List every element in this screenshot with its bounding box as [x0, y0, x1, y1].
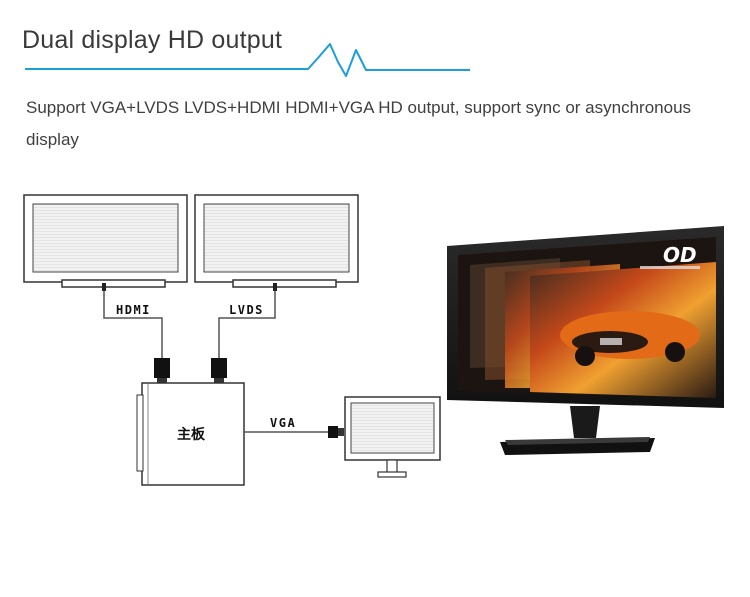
tv-monitor-right	[194, 194, 359, 291]
hdmi-label: HDMI	[116, 303, 151, 317]
lvds-label: LVDS	[229, 303, 264, 317]
vga-cable	[244, 426, 344, 438]
feature-description: Support VGA+LVDS LVDS+HDMI HDMI+VGA HD o…	[26, 98, 692, 149]
large-monitor: OD	[447, 226, 724, 455]
page-title: Dual display HD output	[22, 26, 283, 54]
mainboard-label: 主板	[177, 426, 206, 443]
mainboard-box	[136, 382, 245, 486]
heartbeat-line	[25, 43, 470, 77]
monitor-brand-logo: OD	[663, 243, 697, 267]
vga-label: VGA	[270, 416, 296, 430]
tv-monitor-left	[23, 194, 188, 291]
title-underline-wave	[25, 43, 470, 77]
hdmi-cable	[103, 291, 170, 383]
lvds-cable	[211, 291, 276, 383]
monitor-screen-image	[470, 258, 716, 398]
vga-monitor	[344, 396, 441, 478]
